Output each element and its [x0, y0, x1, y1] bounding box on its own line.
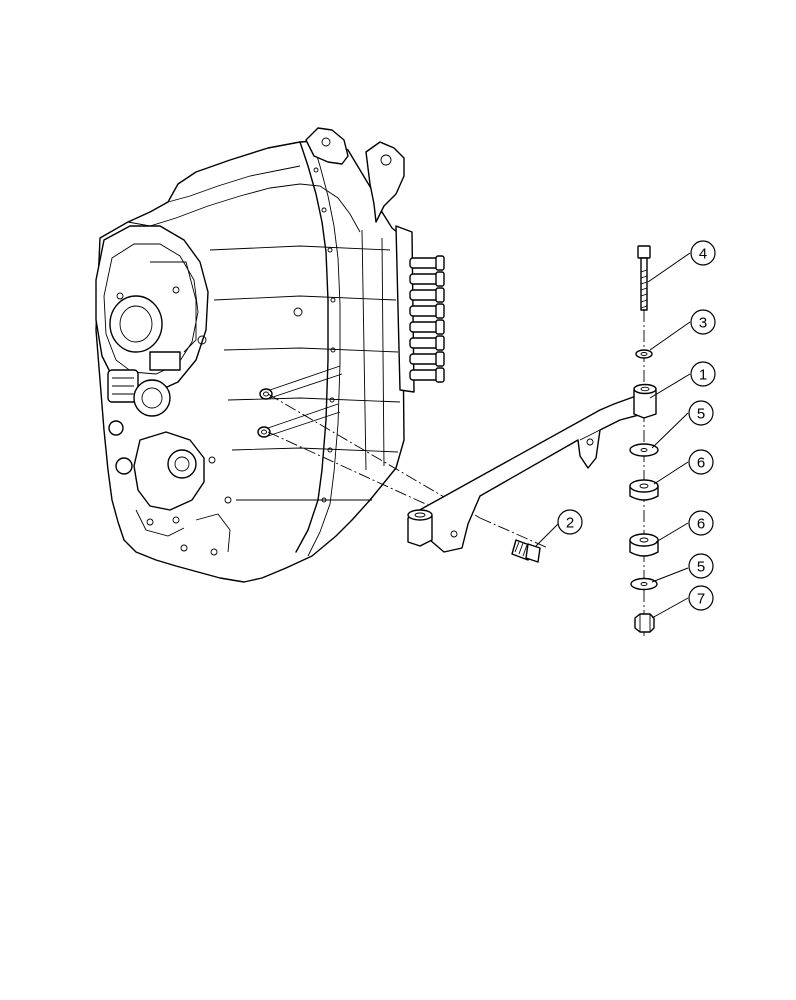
callout-3: 3 [690, 309, 716, 335]
callout-5-upper: 5 [688, 400, 714, 426]
flat-washer-upper [629, 443, 659, 457]
callout-2: 2 [557, 509, 583, 535]
valve-connectors [409, 255, 445, 383]
flange-bolts [313, 167, 336, 503]
flat-washer-lower [630, 577, 658, 591]
short-bolt [511, 539, 541, 563]
small-washer [635, 349, 653, 359]
transmission-housing [95, 127, 445, 583]
front-housing-face [95, 225, 209, 393]
top-mount-right [365, 141, 405, 223]
callout-6-upper: 6 [688, 449, 714, 475]
callout-label: 4 [699, 246, 707, 263]
support-bracket [407, 383, 657, 553]
callout-4: 4 [690, 240, 716, 266]
mounting-bosses [257, 307, 343, 438]
lower-front-details [107, 369, 232, 556]
callout-label: 5 [697, 406, 705, 423]
control-valve-block [395, 225, 445, 393]
callout-5-lower: 5 [688, 553, 714, 579]
callout-label: 7 [697, 591, 705, 608]
hex-nut [634, 613, 655, 633]
callout-label: 6 [697, 516, 705, 533]
long-bolt [637, 245, 651, 311]
isolator-lower [629, 533, 659, 557]
callout-label: 6 [697, 455, 705, 472]
callout-label: 2 [566, 515, 574, 532]
callout-label: 5 [697, 559, 705, 576]
callout-leaders [535, 252, 691, 619]
callout-label: 1 [699, 367, 707, 384]
callout-1: 1 [690, 361, 716, 387]
callout-7: 7 [688, 585, 714, 611]
callout-6-lower: 6 [688, 510, 714, 536]
callout-label: 3 [699, 315, 707, 332]
isolator-upper [629, 479, 659, 501]
